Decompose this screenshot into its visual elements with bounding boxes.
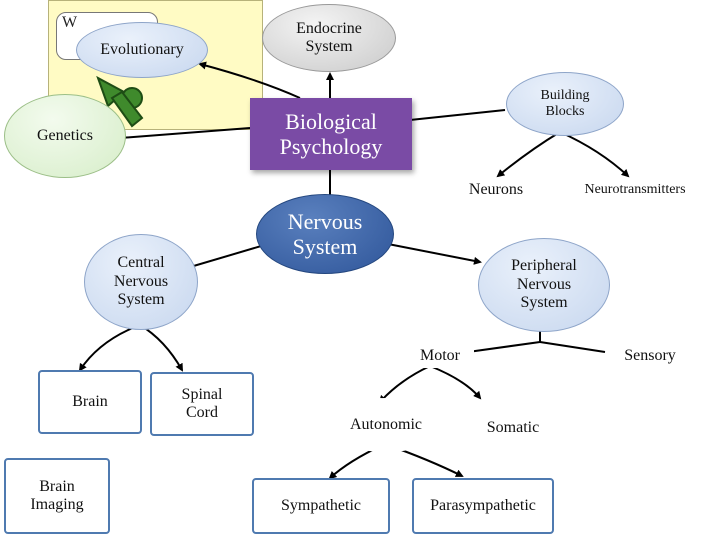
building-blocks-label: Building Blocks: [540, 87, 590, 119]
hidden-label-text: W: [62, 14, 78, 31]
biological-psychology-node: Biological Psychology: [250, 98, 412, 170]
genetics-label: Genetics: [37, 126, 93, 144]
link-central-spinal: [139, 324, 183, 372]
evolutionary-node: Evolutionary: [76, 22, 208, 78]
central-nervous-system-node: Central Nervous System: [84, 234, 198, 330]
link-nervous-peripheral: [387, 243, 482, 265]
parasympathetic-node: Parasympathetic: [412, 478, 554, 534]
nervous-system-node: Nervous System: [256, 194, 394, 274]
nervous-system-label: Nervous System: [287, 208, 363, 259]
neurons-label: Neurons: [468, 180, 524, 198]
autonomic-node: Autonomic: [326, 398, 446, 452]
motor-node: Motor: [406, 344, 474, 368]
evolutionary-label: Evolutionary: [100, 40, 184, 58]
link-psych-building: [409, 109, 506, 121]
somatic-label: Somatic: [486, 418, 540, 436]
sympathetic-label: Sympathetic: [281, 496, 361, 514]
peripheral-nervous-system-node: Peripheral Nervous System: [478, 238, 610, 332]
link-central-brain: [78, 324, 141, 372]
neurons-node: Neurons: [452, 178, 540, 202]
link-building-neurotransmitters: [559, 131, 630, 178]
link-motor-somatic: [429, 365, 482, 400]
link-psych-genetics: [119, 127, 251, 139]
sensory-label: Sensory: [624, 346, 676, 364]
peripheral-nervous-system-label: Peripheral Nervous System: [511, 257, 577, 312]
biological-psychology-label: Biological Psychology: [279, 108, 383, 159]
endocrine-system-label: Endocrine System: [296, 19, 362, 55]
green-figure-icon: [96, 75, 144, 128]
spinal-cord-label: Spinal Cord: [181, 385, 223, 421]
link-peripheral-motor: [467, 328, 541, 353]
central-nervous-system-label: Central Nervous System: [113, 254, 169, 309]
somatic-node: Somatic: [458, 398, 568, 458]
neurotransmitters-node: Neurotransmitters: [570, 178, 700, 202]
link-building-neurons: [496, 131, 561, 178]
spinal-cord-node: Spinal Cord: [150, 372, 254, 436]
neurotransmitters-label: Neurotransmitters: [584, 181, 686, 197]
brain-imaging-node: Brain Imaging: [4, 458, 110, 534]
endocrine-system-node: Endocrine System: [262, 4, 396, 72]
link-peripheral-sensory: [539, 341, 606, 353]
genetics-node: Genetics: [4, 94, 126, 178]
brain-node: Brain: [38, 370, 142, 434]
link-motor-autonomic: [378, 365, 431, 404]
brain-imaging-label: Brain Imaging: [30, 477, 84, 513]
link-psych-evolutionary: [198, 61, 301, 99]
parasympathetic-label: Parasympathetic: [430, 496, 536, 514]
autonomic-label: Autonomic: [350, 415, 422, 433]
sensory-node: Sensory: [606, 344, 694, 368]
building-blocks-node: Building Blocks: [506, 72, 624, 136]
motor-label: Motor: [420, 346, 460, 364]
brain-label: Brain: [72, 392, 108, 410]
sympathetic-node: Sympathetic: [252, 478, 390, 534]
